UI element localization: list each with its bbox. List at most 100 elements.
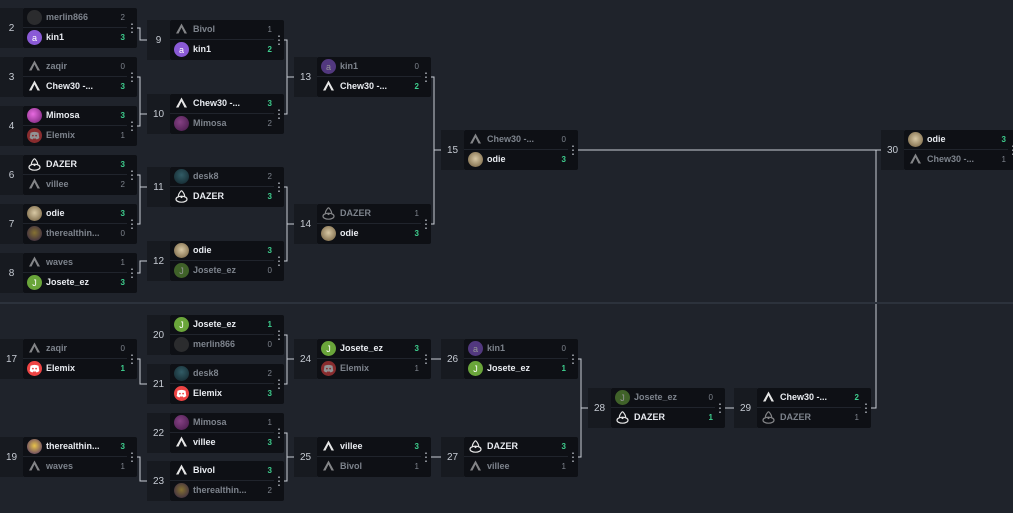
participant-row[interactable]: therealthin...3 bbox=[23, 437, 127, 456]
participant-row[interactable]: Chew30 -...3 bbox=[170, 94, 274, 113]
match-menu-icon[interactable]: ⋮ bbox=[273, 107, 285, 121]
match-menu-icon[interactable]: ⋮ bbox=[420, 70, 432, 84]
match-menu-icon[interactable]: ⋮ bbox=[273, 180, 285, 194]
match-menu-icon[interactable]: ⋮ bbox=[567, 143, 579, 157]
match-menu-icon[interactable]: ⋮ bbox=[567, 352, 579, 366]
match-menu-icon[interactable]: ⋮ bbox=[273, 328, 285, 342]
match-menu-icon[interactable]: ⋮ bbox=[1007, 143, 1013, 157]
match-menu-icon[interactable]: ⋮ bbox=[273, 254, 285, 268]
participant-row[interactable]: therealthin...0 bbox=[23, 224, 127, 243]
participant-row[interactable]: therealthin...2 bbox=[170, 481, 274, 500]
participant-row[interactable]: Chew30 -...2 bbox=[317, 77, 421, 96]
match-menu-icon[interactable]: ⋮ bbox=[273, 33, 285, 47]
match-menu-icon[interactable]: ⋮ bbox=[126, 266, 138, 280]
participant-row[interactable]: Chew30 -...2 bbox=[757, 388, 861, 407]
match-menu-icon[interactable]: ⋮ bbox=[273, 426, 285, 440]
match-menu-icon[interactable]: ⋮ bbox=[567, 450, 579, 464]
match-menu-icon[interactable]: ⋮ bbox=[126, 168, 138, 182]
participant-row[interactable]: Chew30 -...0 bbox=[464, 130, 568, 149]
match-menu-icon[interactable]: ⋮ bbox=[714, 401, 726, 415]
match-menu-icon[interactable]: ⋮ bbox=[273, 474, 285, 488]
match-menu-icon[interactable]: ⋮ bbox=[420, 450, 432, 464]
match-menu-icon[interactable]: ⋮ bbox=[420, 352, 432, 366]
match-menu-icon[interactable]: ⋮ bbox=[126, 450, 138, 464]
match-menu-icon[interactable]: ⋮ bbox=[126, 217, 138, 231]
match-menu-icon[interactable]: ⋮ bbox=[126, 119, 138, 133]
match-menu-icon[interactable]: ⋮ bbox=[420, 217, 432, 231]
match-menu-icon[interactable]: ⋮ bbox=[126, 352, 138, 366]
match-menu-icon[interactable]: ⋮ bbox=[860, 401, 872, 415]
match-menu-icon[interactable]: ⋮ bbox=[273, 377, 285, 391]
match-menu-icon[interactable]: ⋮ bbox=[126, 70, 138, 84]
participant-row[interactable]: Chew30 -...1 bbox=[904, 150, 1008, 169]
match-menu-icon[interactable]: ⋮ bbox=[126, 21, 138, 35]
